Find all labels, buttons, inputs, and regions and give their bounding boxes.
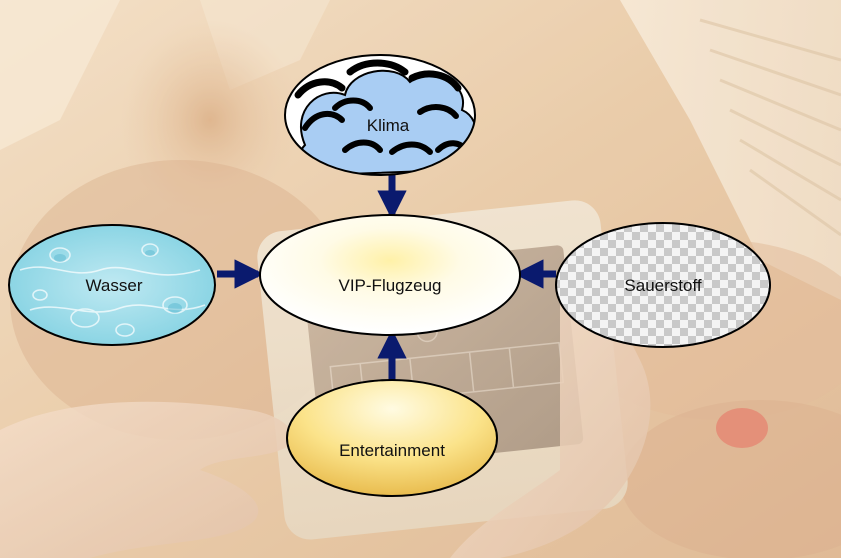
node-klima: Klima <box>284 54 476 176</box>
node-entertainment-label: Entertainment <box>339 441 445 460</box>
node-sauerstoff: Sauerstoff <box>555 222 771 348</box>
node-wasser-label: Wasser <box>86 276 143 295</box>
node-sauerstoff-label: Sauerstoff <box>624 276 701 295</box>
connector-arrows <box>217 170 556 385</box>
node-center: VIP-Flugzeug <box>259 214 521 336</box>
node-wasser: Wasser <box>8 224 216 346</box>
node-klima-label: Klima <box>367 116 410 135</box>
node-center-label: VIP-Flugzeug <box>339 276 442 295</box>
node-entertainment: Entertainment <box>286 379 498 497</box>
